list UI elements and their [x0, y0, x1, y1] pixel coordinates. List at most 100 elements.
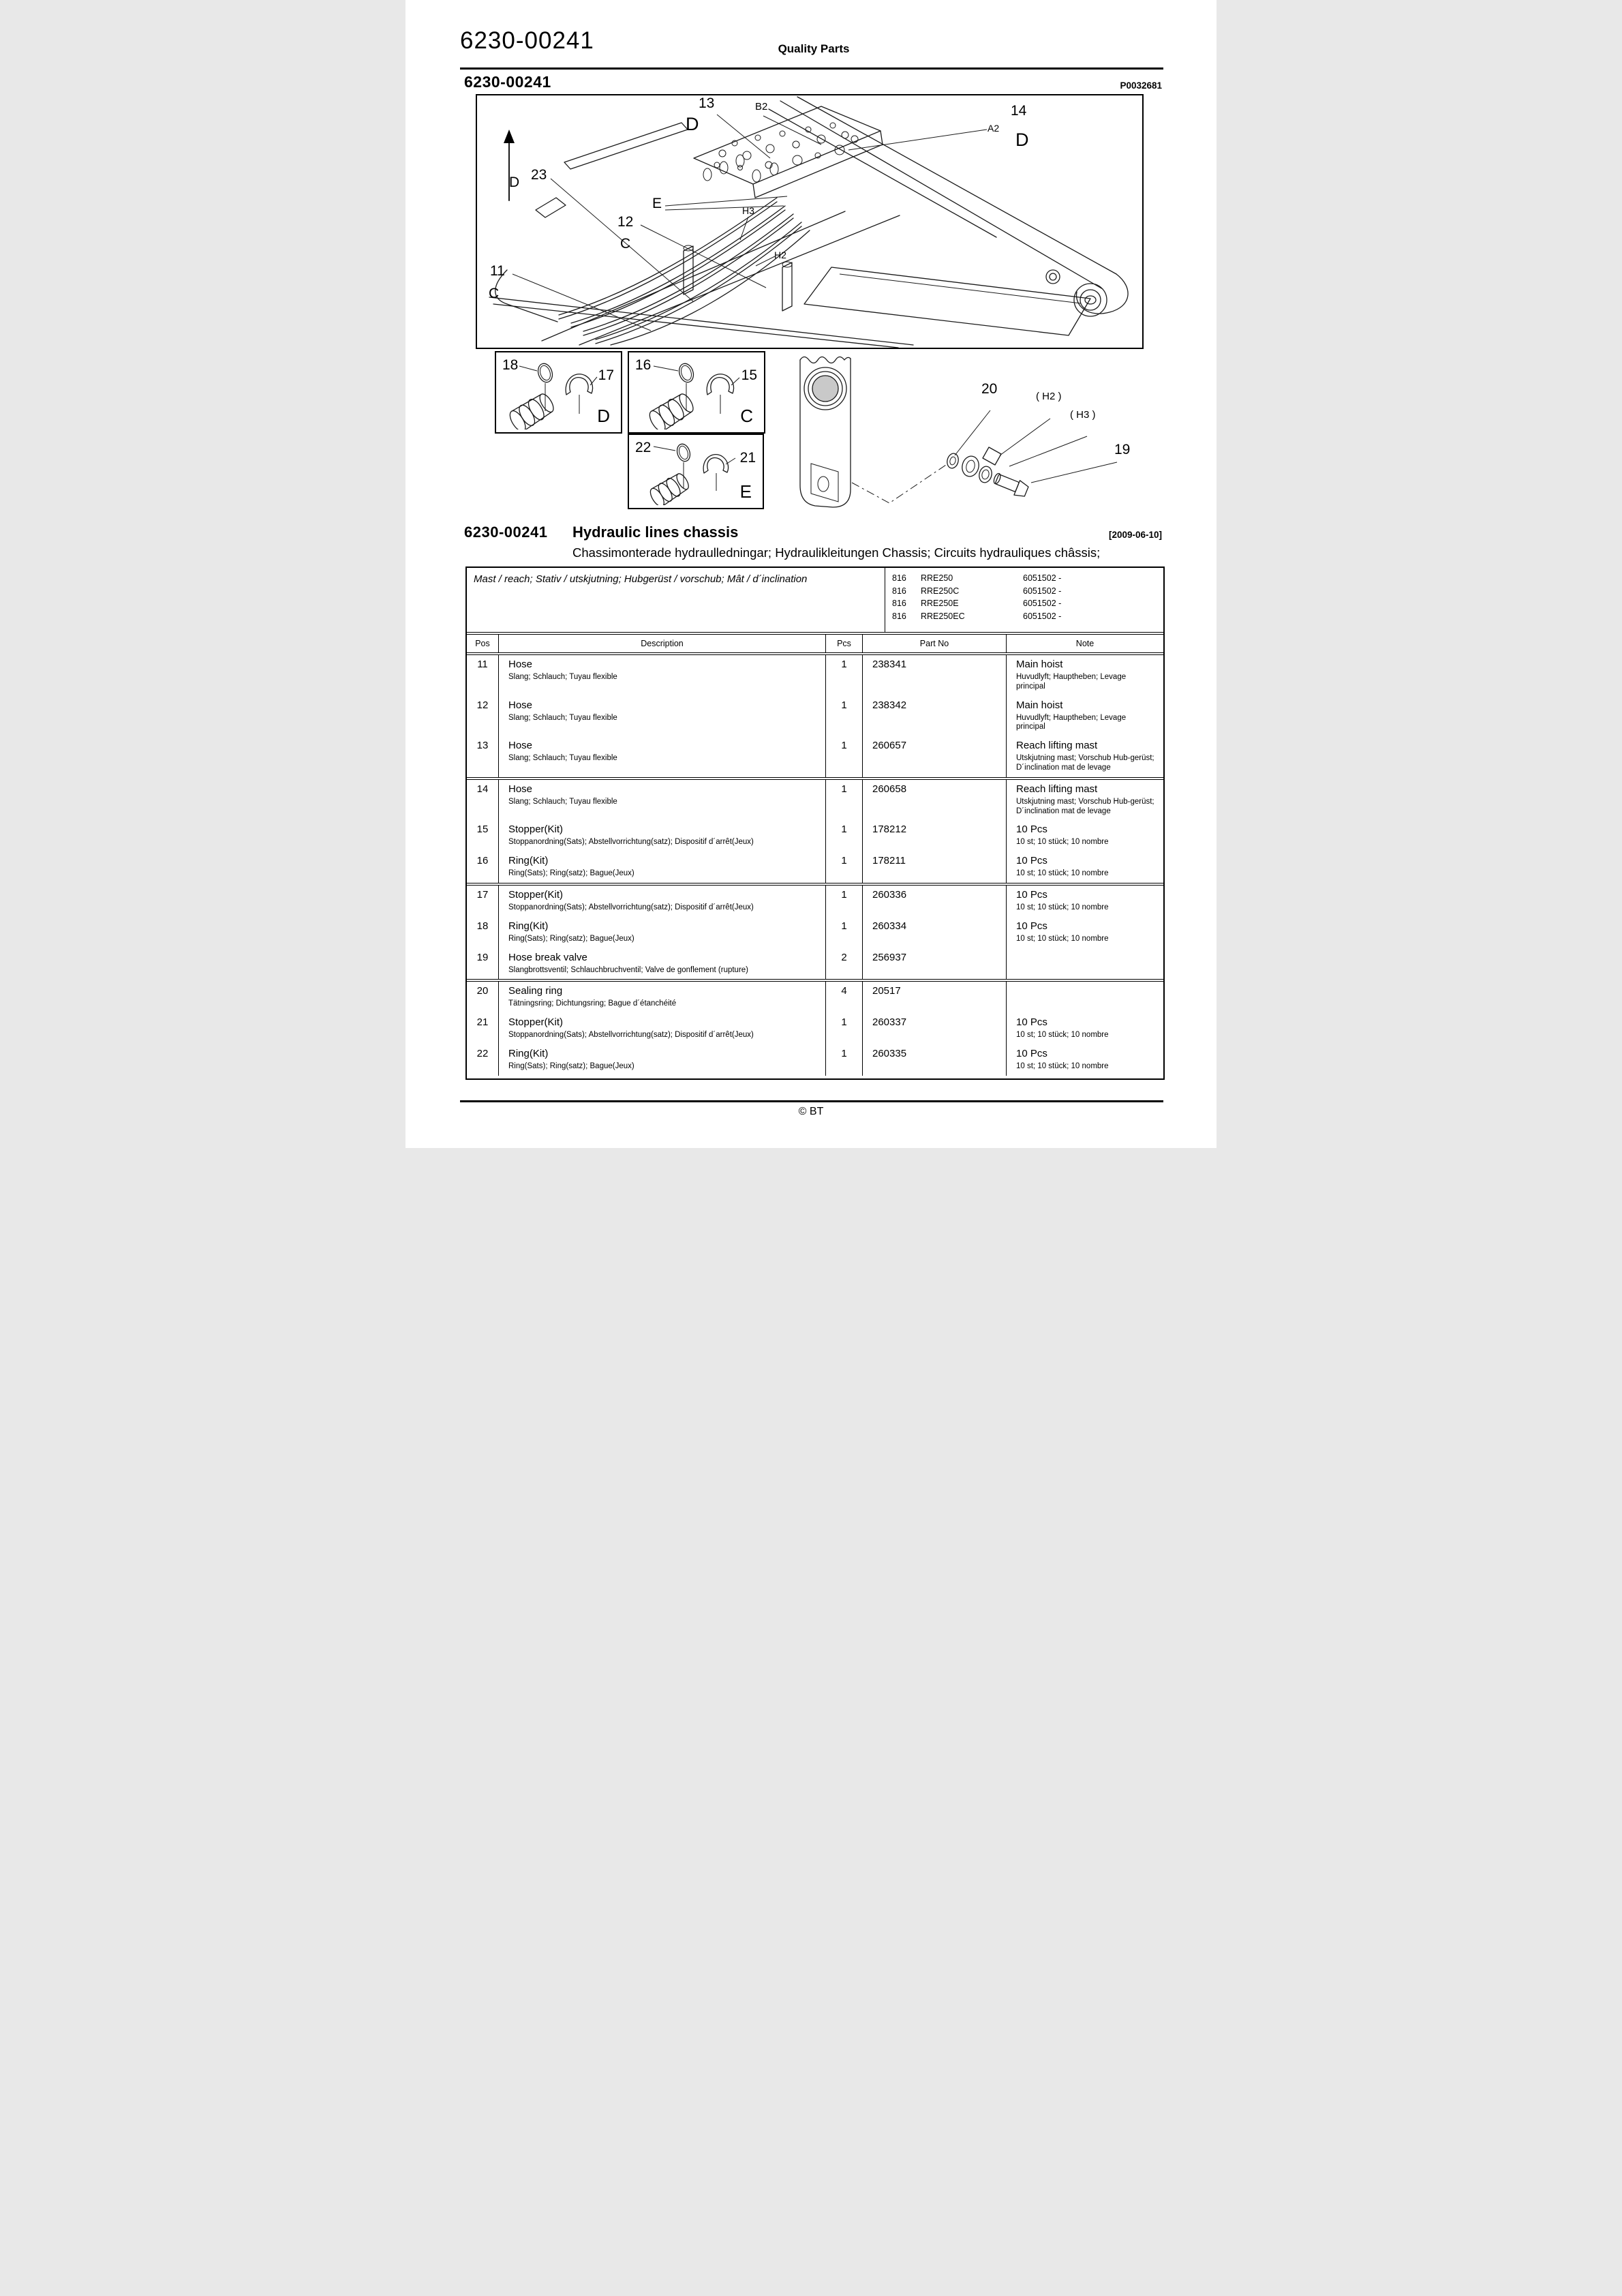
- row-part-no: 20517: [862, 982, 1006, 1014]
- callout-19: 19: [1114, 442, 1131, 457]
- model-serial: 6051502 -: [1023, 599, 1062, 608]
- row-description: Hose break valve Slangbrottsventil; Schl…: [498, 948, 825, 980]
- row-description: Hose Slang; Schlauch; Tuyau flexible: [498, 655, 825, 696]
- row-pcs: 1: [825, 1044, 862, 1076]
- model-code: 816: [892, 611, 906, 621]
- quality-parts-label: Quality Parts: [778, 42, 850, 55]
- row-description: Sealing ring Tätningsring; Dichtungsring…: [498, 982, 825, 1014]
- row-note-translations: Huvudlyft; Hauptheben; Levage principal: [1016, 673, 1127, 691]
- model-serial: 6051502 -: [1023, 573, 1062, 583]
- callout-H3: H3: [742, 205, 754, 216]
- table-row: 21 Stopper(Kit) Stoppanordning(Sats); Ab…: [467, 1013, 1163, 1044]
- row-note-main: 10 Pcs: [1016, 855, 1047, 867]
- subdiagram-c-letter: C: [740, 406, 753, 426]
- model-name: RRE250: [921, 573, 953, 583]
- callout-12: 12: [617, 214, 634, 230]
- callout-H3-paren: ( H3 ): [1070, 409, 1096, 421]
- callout-D-right: D: [1015, 130, 1029, 150]
- model-serial: 6051502 -: [1023, 611, 1062, 621]
- row-part-no: 178212: [862, 820, 1006, 852]
- table-row: 17 Stopper(Kit) Stoppanordning(Sats); Ab…: [467, 882, 1163, 917]
- col-header-part-no: Part No: [862, 635, 1006, 652]
- row-description-translations: Stoppanordning(Sats); Abstellvorrichtung…: [508, 1031, 754, 1040]
- row-note: Main hoist Huvudlyft; Hauptheben; Levage…: [1006, 695, 1163, 737]
- row-pos: 21: [476, 1016, 489, 1029]
- subdiagram-e-art: [649, 443, 736, 505]
- row-part-no: 260657: [862, 736, 1006, 777]
- row-pos: 18: [476, 920, 489, 932]
- table-row: 18 Ring(Kit) Ring(Sats); Ring(satz); Bag…: [467, 916, 1163, 948]
- section-title-number: 6230-00241: [464, 524, 548, 541]
- section-number: 6230-00241: [464, 73, 551, 91]
- row-description-translations: Ring(Sats); Ring(satz); Bague(Jeux): [508, 934, 634, 943]
- row-note-translations: 10 st; 10 stück; 10 nombre: [1016, 838, 1109, 847]
- row-description-translations: Slang; Schlauch; Tuyau flexible: [508, 797, 617, 806]
- application-infobox: Mast / reach; Stativ / utskjutning; Hubg…: [467, 568, 1163, 632]
- row-description-translations: Ring(Sats); Ring(satz); Bague(Jeux): [508, 869, 634, 878]
- row-note: 10 Pcs 10 st; 10 stück; 10 nombre: [1006, 1044, 1163, 1076]
- main-diagram: [476, 94, 1144, 349]
- subdiagram-box-e: 22 21 E: [628, 434, 764, 509]
- application-text: Mast / reach; Stativ / utskjutning; Hubg…: [467, 568, 885, 632]
- row-part-no: 260335: [862, 1044, 1006, 1076]
- row-part-no: 256937: [862, 948, 1006, 980]
- row-pos: 11: [477, 659, 488, 670]
- row-part-no: 260658: [862, 779, 1006, 821]
- table-row: 13 Hose Slang; Schlauch; Tuyau flexible …: [467, 736, 1163, 777]
- callout-B2: B2: [755, 101, 768, 112]
- section-subtitle: Chassimonterade hydraulledningar; Hydrau…: [572, 545, 1101, 560]
- row-pcs: 1: [825, 916, 862, 948]
- row-pos: 16: [476, 855, 489, 867]
- col-header-description: Description: [498, 635, 825, 652]
- model-code: 816: [892, 586, 906, 596]
- callout-C-11: C: [489, 286, 500, 301]
- callout-A2: A2: [988, 123, 1000, 134]
- row-description-main: Ring(Kit): [508, 855, 549, 867]
- callout-23: 23: [531, 167, 547, 183]
- row-note: Reach lifting mast Utskjutning mast; Vor…: [1006, 779, 1163, 821]
- col-header-pcs: Pcs: [825, 635, 862, 652]
- row-part-no: 260334: [862, 916, 1006, 948]
- row-description: Stopper(Kit) Stoppanordning(Sats); Abste…: [498, 1013, 825, 1044]
- row-pos: 12: [476, 699, 489, 711]
- row-pos: 15: [476, 824, 489, 836]
- footer-copyright: © BT: [798, 1106, 824, 1117]
- callout-C-12: C: [620, 236, 631, 252]
- row-description: Ring(Kit) Ring(Sats); Ring(satz); Bague(…: [498, 916, 825, 948]
- row-pos: 13: [476, 740, 489, 752]
- model-name: RRE250E: [921, 599, 959, 608]
- subdiagram-box-d: 18 17 D: [495, 351, 622, 434]
- table-row: 20 Sealing ring Tätningsring; Dichtungsr…: [467, 979, 1163, 1014]
- row-pcs: 1: [825, 851, 862, 883]
- col-header-pos: Pos: [475, 639, 490, 648]
- row-pos: 20: [476, 985, 489, 997]
- model-code: 816: [892, 599, 906, 608]
- model-list: 816 RRE250 6051502 - 816 RRE250C 6051502…: [885, 568, 1163, 632]
- row-note-translations: 10 st; 10 stück; 10 nombre: [1016, 1061, 1109, 1070]
- table-row: 12 Hose Slang; Schlauch; Tuyau flexible …: [467, 695, 1163, 737]
- plate-code: P0032681: [1120, 80, 1162, 91]
- row-pcs: 4: [825, 982, 862, 1014]
- row-description-main: Hose break valve: [508, 951, 587, 963]
- row-part-no: 238342: [862, 695, 1006, 737]
- table-body: 11 Hose Slang; Schlauch; Tuyau flexible …: [467, 655, 1163, 1078]
- row-note-translations: Utskjutning mast; Vorschub Hub-gerüst; D…: [1016, 797, 1154, 815]
- row-description-main: Sealing ring: [508, 985, 563, 997]
- row-note: Reach lifting mast Utskjutning mast; Vor…: [1006, 736, 1163, 777]
- row-note: 10 Pcs 10 st; 10 stück; 10 nombre: [1006, 885, 1163, 917]
- subdiagram-d-letter: D: [597, 406, 610, 426]
- callout-H2: H2: [774, 250, 786, 260]
- row-description-translations: Slang; Schlauch; Tuyau flexible: [508, 713, 617, 722]
- row-description-main: Stopper(Kit): [508, 888, 564, 901]
- section-title: Hydraulic lines chassis: [572, 524, 739, 541]
- row-description-main: Hose: [508, 699, 533, 711]
- row-pcs: 1: [825, 695, 862, 737]
- table-row: 22 Ring(Kit) Ring(Sats); Ring(satz); Bag…: [467, 1044, 1163, 1076]
- model-code: 816: [892, 573, 906, 583]
- row-note-translations: 10 st; 10 stück; 10 nombre: [1016, 1031, 1109, 1040]
- row-note-main: 10 Pcs: [1016, 888, 1047, 901]
- row-note-main: 10 Pcs: [1016, 824, 1047, 836]
- row-note: 10 Pcs 10 st; 10 stück; 10 nombre: [1006, 1013, 1163, 1044]
- row-note-main: Main hoist: [1016, 659, 1063, 670]
- table-row: 11 Hose Slang; Schlauch; Tuyau flexible …: [467, 655, 1163, 696]
